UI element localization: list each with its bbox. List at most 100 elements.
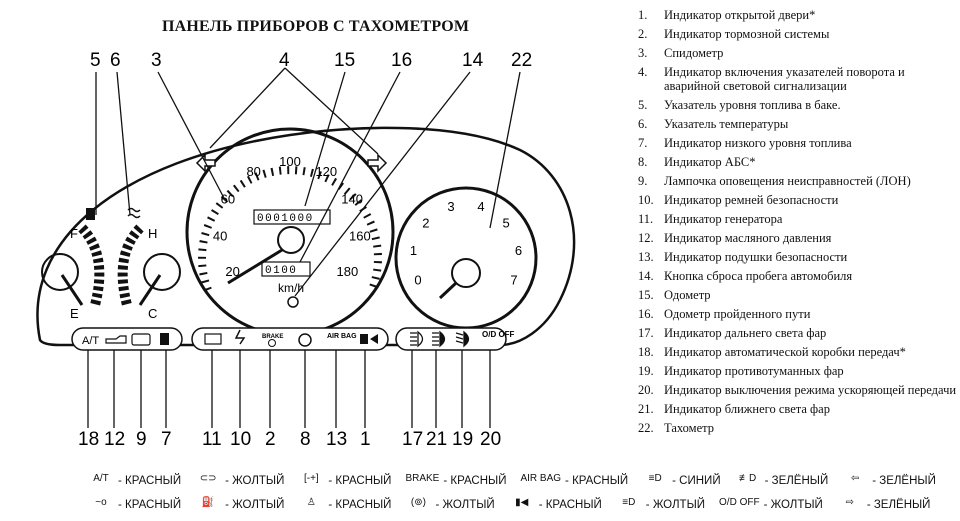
legend-item: 16.Одометр пройденного пути <box>638 307 958 321</box>
legend-number: 17. <box>638 326 654 340</box>
color-key-item: ~o- КРАСНЫЙ <box>88 497 181 513</box>
speed-tick-160: 160 <box>349 229 371 244</box>
color-key-color: - КРАСНЫЙ <box>443 475 507 487</box>
speed-unit: km/h <box>278 281 304 295</box>
speed-tick-100: 100 <box>279 154 301 169</box>
rpm-tick-5: 5 <box>503 215 510 230</box>
callout-18: 18 <box>78 429 99 450</box>
speed-tick-120: 120 <box>315 164 337 179</box>
legend-item: 15.Одометр <box>638 288 958 302</box>
legend-number: 3. <box>638 46 648 60</box>
oil-icon <box>105 335 127 344</box>
top-leader-lines <box>95 67 521 297</box>
color-key-color: - ЖОЛТЫЙ <box>435 499 495 511</box>
legend-item: 11.Индикатор генератора <box>638 212 958 226</box>
legend-number: 21. <box>638 402 654 416</box>
diagram-title: ПАНЕЛЬ ПРИБОРОВ С ТАХОМЕТРОМ <box>162 18 470 35</box>
trip-reset-button <box>287 296 299 308</box>
legend-text: Индикатор открытой двери* <box>664 8 816 22</box>
rpm-tick-7: 7 <box>510 272 517 287</box>
color-key-row-2: ~o- КРАСНЫЙ ⛽ - ЖОЛТЫЙ ♙ - КРАСНЫЙ (⊚) - ЖОЛТЫ… <box>88 493 958 517</box>
callout-3: 3 <box>151 50 162 71</box>
color-key-color: - КРАСНЫЙ <box>328 499 392 511</box>
color-key-item: [-+]- КРАСНЫЙ <box>298 473 391 489</box>
rpm-tick-6: 6 <box>515 243 522 258</box>
abs-icon <box>298 333 312 347</box>
indicator-strip-left <box>71 327 183 351</box>
temp-hot-label: H <box>148 226 157 241</box>
color-key-item: ≢D- ЗЕЛЁНЫЙ <box>735 473 828 489</box>
legend-item: 20.Индикатор выключения режима ускоряюще… <box>638 383 958 397</box>
fuel-gauge: F E <box>41 208 105 321</box>
engine-icon: ⊂⊃ <box>199 473 217 484</box>
legend-text: Индикатор тормозной системы <box>664 27 830 41</box>
legend-text: Индикатор ближнего света фар <box>664 402 830 416</box>
callout-19: 19 <box>452 429 473 450</box>
battery-icon <box>204 333 222 345</box>
legend-item: 21. Индикатор ближнего света фар <box>638 402 958 416</box>
color-key-item: O/D OFF- ЖОЛТЫЙ <box>719 497 823 513</box>
speed-tick-180: 180 <box>336 264 358 279</box>
callout-7: 7 <box>161 429 172 450</box>
seatbelt-icon: ♙ <box>306 497 316 508</box>
callout-10: 10 <box>230 429 251 450</box>
temp-cold-label: C <box>148 306 157 321</box>
speed-tick-20: 20 <box>225 264 239 279</box>
color-key-color: - КРАСНЫЙ <box>118 475 182 487</box>
color-key-item: ⇦ - ЗЕЛЁНЫЙ <box>842 473 936 489</box>
legend-text: Индикатор противотуманных фар <box>664 364 844 378</box>
legend-number: 22. <box>638 421 654 435</box>
speedo-needle <box>227 248 283 285</box>
od-off-indicator: O/D OFF <box>482 330 515 339</box>
legend-text: Индикатор подушки безопасности <box>664 250 848 264</box>
speedo-hub <box>277 226 305 254</box>
oil-icon: ~o <box>95 497 107 508</box>
brake-icon: BRAKE <box>405 473 440 484</box>
high-beam-icon: ≡D <box>648 473 662 484</box>
callout-8: 8 <box>300 429 311 450</box>
trip-digits: 0100 <box>265 265 297 277</box>
legend-number: 18. <box>638 345 654 359</box>
color-key-color: - ЖОЛТЫЙ <box>645 499 706 511</box>
door-icon <box>360 334 368 344</box>
temp-gauge: H C <box>117 207 181 321</box>
legend-item: 8.Индикатор АБС* <box>638 155 958 169</box>
indicator-strip-center <box>191 327 389 351</box>
abs-icon: (⊚) <box>410 497 426 508</box>
legend-item: 13. Индикатор подушки безопасности <box>638 250 958 264</box>
high-beam-icon <box>410 330 424 348</box>
callout-12: 12 <box>104 429 125 450</box>
legend-item: 4.Индикатор включения указателей поворот… <box>638 65 958 93</box>
color-key-item: ♙ - КРАСНЫЙ <box>298 497 392 513</box>
legend-number: 13. <box>638 250 654 264</box>
legend-number: 1. <box>638 8 648 22</box>
legend-number: 6. <box>638 117 648 131</box>
legend-number: 14. <box>638 269 654 283</box>
legend-text: Индикатор выключения режима ускоряющей п… <box>664 383 957 397</box>
legend-text: Одометр <box>664 288 711 302</box>
rpm-tick-1: 1 <box>410 243 417 258</box>
legend-number: 8. <box>638 155 648 169</box>
legend-item: 3.Спидометр <box>638 46 958 60</box>
fog-light-icon <box>455 330 470 348</box>
fuel-icon: ⛽ <box>201 497 215 508</box>
legend-text: Индикатор низкого уровня топлива <box>664 136 852 150</box>
speed-tick-80: 80 <box>246 164 260 179</box>
low-beam-icon <box>432 330 446 348</box>
rpm-tick-4: 4 <box>477 199 484 214</box>
cluster-outline <box>36 126 576 347</box>
legend-item: 14.Кнопка сброса пробега автомобиля <box>638 269 958 283</box>
legend-text: Индикатор масляного давления <box>664 231 832 245</box>
battery-icon: [-+] <box>303 473 319 484</box>
callout-15: 15 <box>334 50 355 71</box>
engine-icon <box>131 333 151 346</box>
color-key-color: - ЗЕЛЁНЫЙ <box>872 475 936 487</box>
fuel-warning-icon <box>160 333 169 345</box>
turn-left-icon: ⇦ <box>851 473 860 484</box>
color-key-item: BRAKE- КРАСНЫЙ <box>405 473 506 489</box>
callout-13: 13 <box>326 429 347 450</box>
color-key-color: - КРАСНЫЙ <box>565 475 629 487</box>
